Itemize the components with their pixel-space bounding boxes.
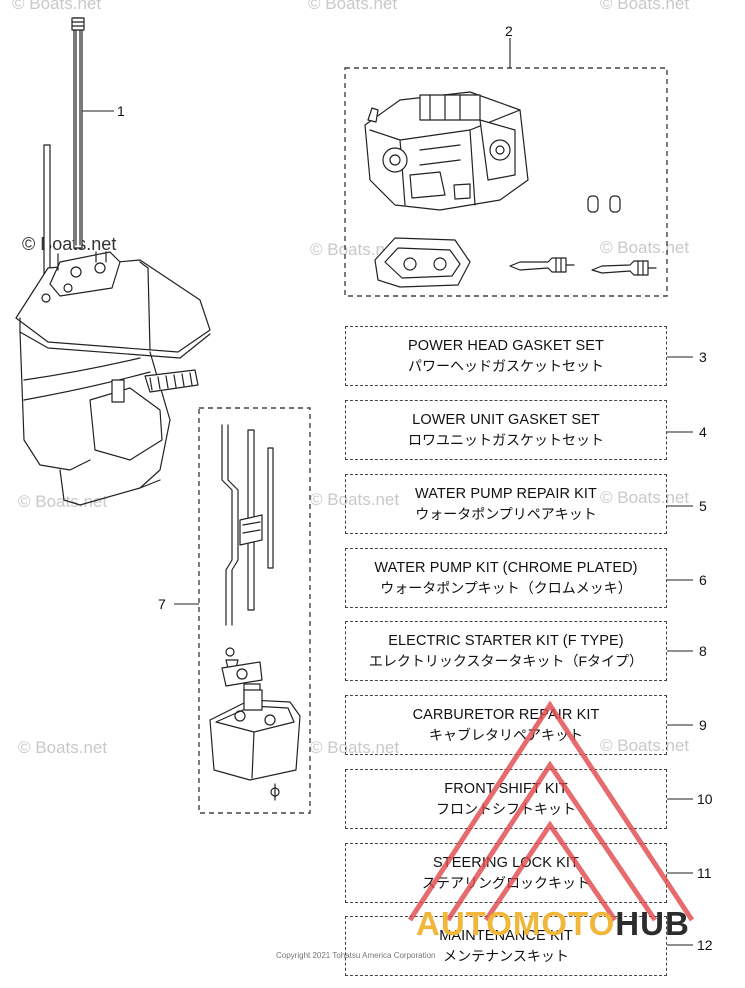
brand-logo-part1: AUTOMOTO [416,905,616,942]
callout-4: 4 [699,424,707,440]
part7-box [198,407,311,814]
callout-2: 2 [505,23,513,39]
brand-logo-part2: HUB [615,905,690,942]
shift-rod-kit-illustration [209,424,301,801]
watermark: © Boats.net [310,240,400,259]
watermark: © Boats.net [310,738,400,757]
brand-logo-text: AUTOMOTOHUB [416,905,690,943]
kit-box-water-pump-repair-kit: WATER PUMP REPAIR KIT ウォータポンプリペアキット [345,474,667,534]
kit-box-electric-starter-kit: ELECTRIC STARTER KIT (F TYPE) エレクトリックスター… [345,621,667,681]
watermark: © Boats.net [18,738,108,757]
kit-name-jp: パワーヘッドガスケットセット [408,358,604,374]
kit-name-jp: エレクトリックスタータキット（Fタイプ） [368,653,644,669]
callout-12: 12 [697,937,713,953]
lower-unit-illustration [15,17,211,506]
kit-name-en: WATER PUMP KIT (CHROME PLATED) [374,560,638,576]
spark-plug-illustration [509,257,657,276]
kit-name-en: MAINTENANCE KIT [439,928,573,944]
callout-9: 9 [699,717,707,733]
kit-box-steering-lock-kit: STEERING LOCK KIT ステアリングロックキット [345,843,667,903]
kit-name-en: WATER PUMP REPAIR KIT [414,486,598,502]
watermark: © Boats.net [18,492,108,511]
callout-6: 6 [699,572,707,588]
power-head-illustration [364,91,529,211]
callout-5: 5 [699,498,707,514]
kit-box-power-head-gasket-set: POWER HEAD GASKET SET パワーヘッドガスケットセット [345,326,667,386]
copyright-text: Copyright 2021 Tohatsu America Corporati… [276,951,436,960]
power-head-box [344,67,668,297]
callout-1: 1 [117,103,125,119]
watermark: © Boats.net [308,0,398,13]
callout-10: 10 [697,791,713,807]
kit-name-jp: ウォータポンプキット（クロムメッキ） [380,580,632,596]
kit-name-jp: フロントシフトキット [436,801,576,817]
kit-name-en: POWER HEAD GASKET SET [407,338,604,354]
kit-box-maintenance-kit: MAINTENANCE KIT メンテナンスキット [345,916,667,976]
watermark: © Boats.net [600,0,690,13]
watermark: © Boats.net [12,0,102,13]
callout-11: 11 [697,865,712,881]
callout-7: 7 [158,596,166,612]
kit-name-en: ELECTRIC STARTER KIT (F TYPE) [388,633,624,649]
kit-name-en: LOWER UNIT GASKET SET [412,412,600,428]
kit-name-jp: メンテナンスキット [443,948,569,964]
kit-name-jp: キャブレタリペアキット [429,727,583,743]
kit-name-jp: ロワユニットガスケットセット [408,432,604,448]
kit-box-lower-unit-gasket-set: LOWER UNIT GASKET SET ロワユニットガスケットセット [345,400,667,460]
kit-name-jp: ステアリングロックキット [422,875,590,891]
callout-3: 3 [699,349,707,365]
kit-name-en: STEERING LOCK KIT [433,855,579,871]
watermark: © Boats.net [310,490,400,509]
kit-box-water-pump-kit-chrome: WATER PUMP KIT (CHROME PLATED) ウォータポンプキッ… [345,548,667,608]
callout-8: 8 [699,643,707,659]
kit-name-jp: ウォータポンプリペアキット [415,506,597,522]
